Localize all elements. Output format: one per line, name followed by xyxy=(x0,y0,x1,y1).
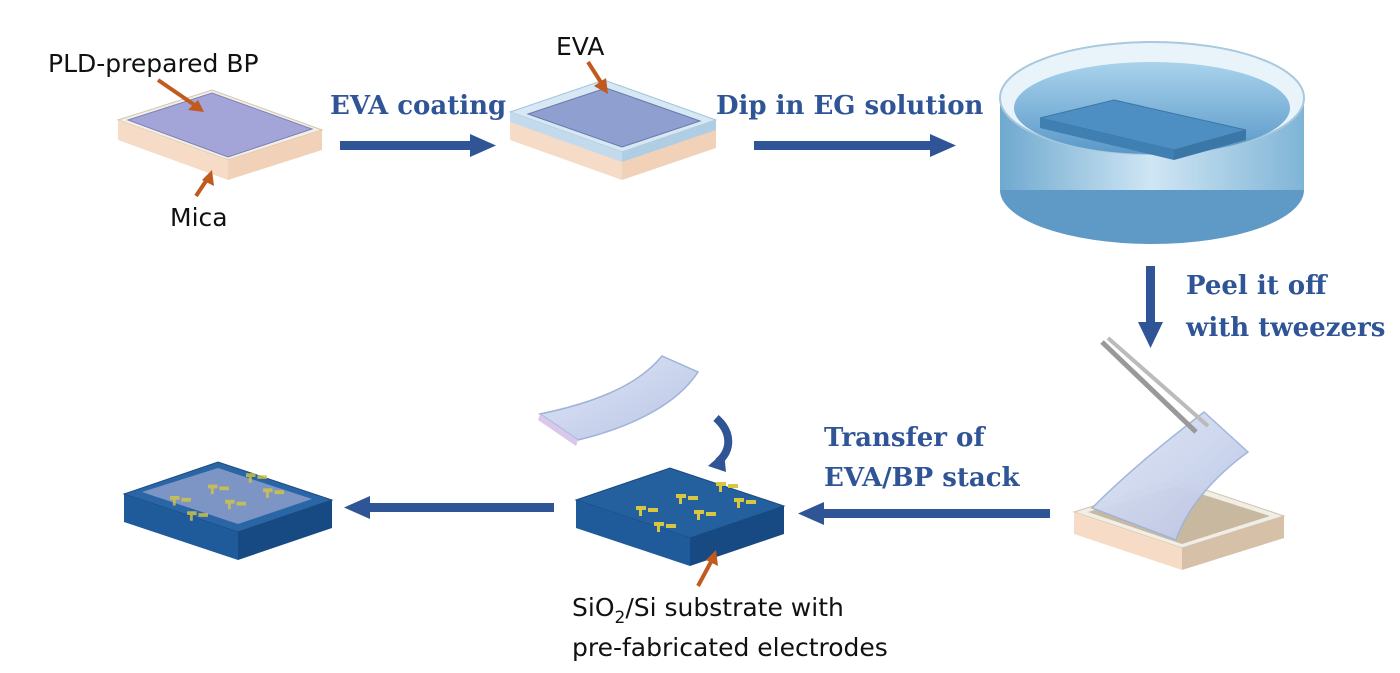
label-pld-bp: PLD-prepared BP xyxy=(48,49,259,78)
callout-arrow-mica xyxy=(194,170,214,198)
final-device xyxy=(122,461,334,560)
petri-dish xyxy=(999,41,1305,244)
electrode-pad xyxy=(716,482,738,492)
peeling-with-tweezers xyxy=(1072,336,1286,570)
step-transfer-line1: Transfer of xyxy=(824,423,986,453)
callout-arrow-substrate xyxy=(696,550,718,587)
label-substrate-line2: pre-fabricated electrodes xyxy=(572,633,888,662)
label-mica: Mica xyxy=(170,203,228,232)
curved-arrow-down xyxy=(708,414,733,472)
electrode-array xyxy=(636,482,756,532)
electrode-pad xyxy=(245,473,267,483)
label-substrate-rest: /Si substrate with xyxy=(625,593,844,622)
arrow-eva-coating xyxy=(340,134,496,157)
arrow-dip xyxy=(754,134,956,157)
arrow-transfer xyxy=(798,502,1050,525)
arrow-peel xyxy=(1138,266,1163,348)
step-peel-line1: Peel it off xyxy=(1186,271,1328,301)
label-substrate-line1: SiO2/Si substrate with xyxy=(572,593,844,628)
electrode-array-final xyxy=(169,473,284,521)
step-dip: Dip in EG solution xyxy=(716,91,984,121)
electrode-pad xyxy=(263,488,284,498)
label-substrate-sio: SiO xyxy=(572,593,615,622)
electrode-pad xyxy=(636,506,658,516)
electrode-pad xyxy=(169,496,191,506)
electrode-pad xyxy=(207,484,229,495)
electrode-pad xyxy=(694,510,716,520)
label-substrate-subscript: 2 xyxy=(615,608,626,628)
electrode-pad xyxy=(187,511,208,521)
step-transfer-line2: EVA/BP stack xyxy=(824,463,1021,493)
step-eva-coating: EVA coating xyxy=(330,91,506,121)
sample-bp-on-mica xyxy=(116,89,324,180)
electrode-pad xyxy=(676,494,698,504)
electrode-pad xyxy=(734,498,756,508)
electrode-pad xyxy=(225,499,246,510)
electrode-pad xyxy=(654,522,676,532)
sample-eva-coated xyxy=(508,79,718,180)
substrate-with-electrodes xyxy=(574,467,786,566)
callout-arrow-eva xyxy=(586,60,608,94)
label-eva: EVA xyxy=(556,32,604,61)
floating-film xyxy=(538,355,700,446)
callout-arrow-bp xyxy=(156,78,204,112)
arrow-final xyxy=(344,496,554,519)
step-peel-line2: with tweezers xyxy=(1185,313,1385,343)
